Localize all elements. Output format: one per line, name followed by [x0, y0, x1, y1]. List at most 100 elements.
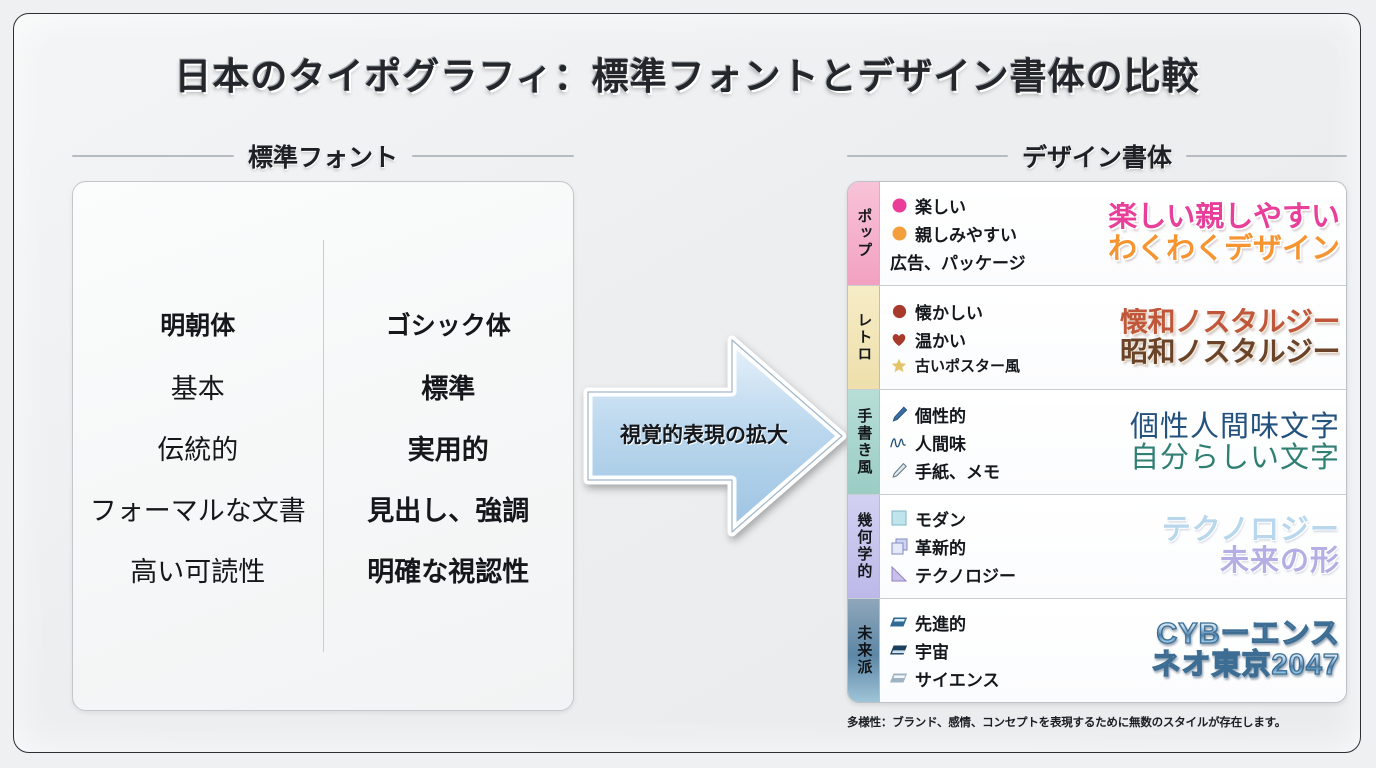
- arrow-label: 視覚的表現の拡大: [620, 424, 788, 447]
- sample-line: CYBーエンス: [1156, 619, 1340, 651]
- trait-label: 親しみやすい: [915, 226, 1017, 246]
- trait-item: 個性的: [890, 402, 1000, 427]
- heading-rule-left: [72, 155, 234, 157]
- sample-line: わくわくデザイン: [1107, 232, 1340, 265]
- chrome-bar-icon: [890, 641, 908, 659]
- row-category-handwriting: 手書き風: [848, 390, 880, 494]
- red-heart-icon: [890, 331, 908, 349]
- row-body: 懐かしい 温かい 古いポスター風 懐和ノスタルジ: [880, 286, 1346, 390]
- mincho-item: 基本: [170, 374, 225, 404]
- row-traits: 個性的 人間味 手紙、メモ: [890, 402, 1000, 483]
- design-section-heading: デザイン書体: [847, 138, 1348, 174]
- sample-line: テクノロジー: [1162, 515, 1340, 546]
- mincho-item: 伝統的: [157, 435, 239, 465]
- row-category-pop: ポップ: [848, 182, 880, 286]
- row-traits: 先進的 宇宙 サイエンス: [890, 610, 1000, 691]
- stacked-squares-icon: [890, 537, 908, 555]
- gothic-item: 見出し、強調: [367, 496, 530, 526]
- trait-item: 先進的: [890, 610, 1000, 635]
- row-body: 先進的 宇宙 サイエンス CYBーエンス ネオ東京20: [880, 598, 1346, 702]
- trait-item: モダン: [890, 506, 1016, 531]
- pencil-icon: [890, 461, 908, 479]
- chrome-bar-icon: [890, 669, 908, 687]
- lavender-triangle-icon: [890, 565, 908, 583]
- mincho-item: フォーマルな文書: [89, 496, 306, 526]
- sample-line: ネオ東京2047: [1151, 649, 1340, 682]
- row-sample: テクノロジー 未来の形: [1022, 515, 1340, 578]
- row-category-futurist: 未来派: [848, 598, 880, 702]
- sample-part: 懐和ノスタルジー: [1119, 307, 1340, 338]
- table-row: 手書き風 個性的 人間味: [848, 390, 1346, 495]
- row-category-label: ポップ: [855, 208, 873, 260]
- trait-label: 広告、パッケージ: [890, 254, 1026, 274]
- sample-part: わくわくデザイン: [1107, 232, 1340, 265]
- slide-frame: 日本のタイポグラフィ：標準フォントとデザイン書体の比較 標準フォント 明朝体 基…: [13, 13, 1361, 753]
- sample-line: 未来の形: [1220, 546, 1340, 577]
- trait-label: 手紙、メモ: [915, 462, 1000, 482]
- design-styles-table: ポップ 楽しい 親しみやすい 広告、パッケージ: [847, 181, 1347, 703]
- signature-icon: [890, 433, 908, 451]
- trait-label: 個性的: [915, 406, 966, 426]
- pink-circle-icon: [890, 197, 908, 215]
- trait-item: 手紙、メモ: [890, 458, 1000, 483]
- trait-label: モダン: [915, 510, 966, 530]
- trait-label: 宇宙: [915, 642, 949, 662]
- trait-item: テクノロジー: [890, 562, 1016, 587]
- sample-part: 楽しい親しやすい: [1108, 202, 1340, 234]
- mincho-column: 明朝体 基本 伝統的 フォーマルな文書 高い可読性: [73, 182, 323, 710]
- heading-rule-right: [412, 155, 575, 157]
- row-traits: 懐かしい 温かい 古いポスター風: [890, 299, 1020, 376]
- chrome-bar-icon: [890, 613, 908, 631]
- table-row: ポップ 楽しい 親しみやすい 広告、パッケージ: [848, 182, 1346, 287]
- pen-icon: [890, 405, 908, 423]
- transition-arrow: [580, 330, 850, 542]
- standard-section-heading: 標準フォント: [72, 138, 575, 174]
- row-category-retro: レトロ: [848, 286, 880, 390]
- table-row: レトロ 懐かしい 温かい: [848, 286, 1346, 391]
- gothic-item: 明確な視認性: [367, 557, 530, 587]
- column-divider: [322, 240, 324, 652]
- gothic-column-title: ゴシック体: [385, 312, 511, 340]
- standard-fonts-card: 明朝体 基本 伝統的 フォーマルな文書 高い可読性 ゴシック体 標準 実用的 見…: [72, 181, 574, 711]
- row-traits: 楽しい 親しみやすい 広告、パッケージ: [890, 193, 1026, 274]
- trait-item: 懐かしい: [890, 299, 1020, 324]
- trait-label: サイエンス: [915, 670, 1000, 690]
- mincho-column-title: 明朝体: [160, 312, 236, 340]
- table-row: 幾何学的 モダン 革新的: [848, 494, 1346, 599]
- sample-line: 懐和ノスタルジー: [1120, 308, 1340, 338]
- trait-item: 人間味: [890, 430, 1000, 455]
- gothic-item: 標準: [421, 374, 476, 404]
- design-heading-label: デザイン書体: [1022, 144, 1173, 172]
- sample-part: 自分らしい文字: [1129, 440, 1340, 474]
- sample-part: 個性人間味文字: [1129, 410, 1340, 443]
- red-blob-icon: [890, 303, 908, 321]
- design-footnote: 多様性：ブランド、感情、コンセプトを表現するために無数のスタイルが存在します。: [847, 717, 1287, 729]
- mincho-item: 高い可読性: [130, 557, 266, 587]
- row-body: 楽しい 親しみやすい 広告、パッケージ 楽しい親しやすい: [880, 182, 1346, 286]
- row-sample: 懐和ノスタルジー 昭和ノスタルジー: [1026, 308, 1340, 368]
- sample-part: 昭和ノスタルジー: [1119, 336, 1340, 368]
- trait-label: 懐かしい: [915, 304, 983, 324]
- trait-label: 楽しい: [915, 198, 966, 218]
- row-sample: 個性人間味文字 自分らしい文字: [1006, 411, 1340, 474]
- row-category-geometric: 幾何学的: [848, 494, 880, 598]
- trait-label: テクノロジー: [915, 566, 1016, 586]
- gold-star-icon: [890, 357, 908, 375]
- sample-line: 個性人間味文字: [1130, 411, 1340, 442]
- sample-part: テクノロジー: [1161, 514, 1340, 546]
- sample-line: 自分らしい文字: [1129, 440, 1340, 474]
- gothic-column: ゴシック体 標準 実用的 見出し、強調 明確な視認性: [324, 182, 574, 710]
- trait-label: 革新的: [915, 538, 966, 558]
- trait-label: 古いポスター風: [915, 358, 1021, 376]
- trait-item: 革新的: [890, 534, 1016, 559]
- trait-item: 宇宙: [890, 638, 1000, 663]
- row-category-label: 手書き風: [855, 408, 873, 476]
- trait-item: 親しみやすい: [890, 221, 1026, 246]
- sample-part: 未来の形: [1219, 545, 1340, 578]
- page-title: 日本のタイポグラフィ：標準フォントとデザイン書体の比較: [174, 56, 1200, 97]
- trait-label: 人間味: [915, 434, 966, 454]
- trait-item: 古いポスター風: [890, 355, 1020, 376]
- trait-label: 温かい: [915, 332, 966, 352]
- row-category-label: レトロ: [855, 312, 873, 364]
- row-traits: モダン 革新的 テクノロジー: [890, 506, 1016, 587]
